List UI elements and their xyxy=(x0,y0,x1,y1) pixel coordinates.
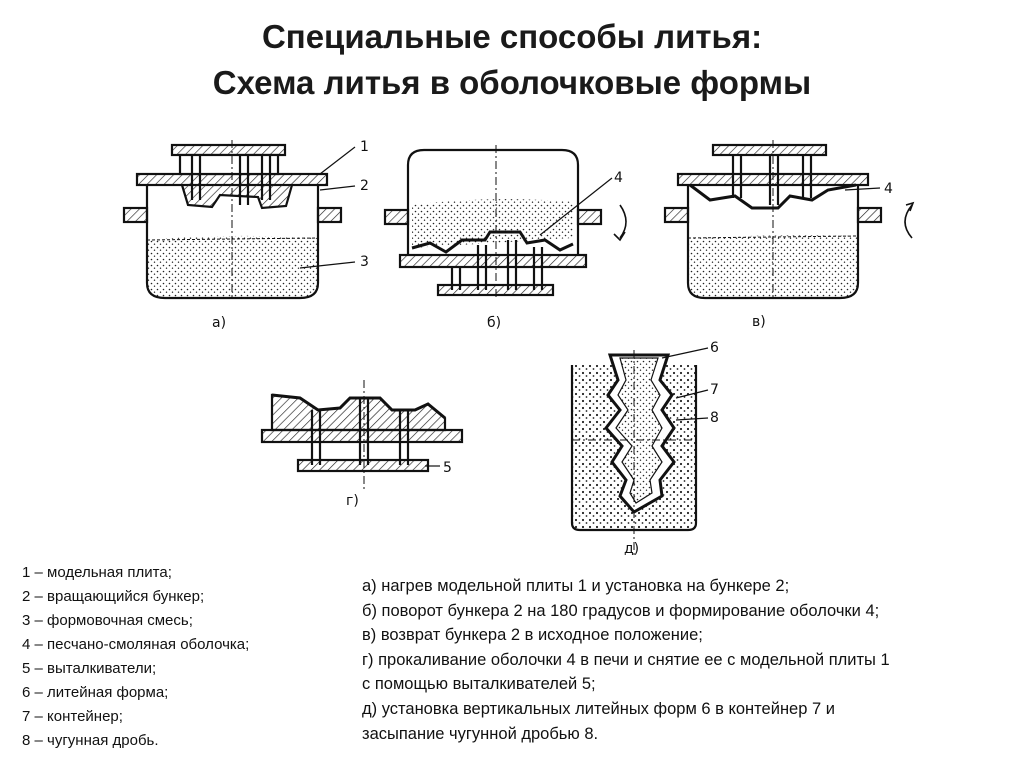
panel-a-diagram xyxy=(122,140,356,300)
step-item: б) поворот бункера 2 на 180 градусов и ф… xyxy=(362,601,880,620)
panel-g-diagram xyxy=(260,380,464,490)
panel-label-g: г) xyxy=(346,493,359,509)
legend-item: 8 – чугунная дробь. xyxy=(22,732,159,749)
title-line-1: Специальные способы литья: xyxy=(261,18,763,55)
callout-5: 5 xyxy=(443,460,452,476)
steps-list: а) нагрев модельной плиты 1 и установка … xyxy=(362,574,890,746)
step-item: с помощью выталкивателей 5; xyxy=(362,675,596,694)
callout-7: 7 xyxy=(710,382,719,398)
panel-label-b: б) xyxy=(487,315,501,331)
callout-3: 3 xyxy=(360,254,369,270)
legend-item: 4 – песчано-смоляная оболочка; xyxy=(22,636,250,653)
panel-c-diagram xyxy=(663,140,915,300)
page-title: Специальные способы литья: Схема литья в… xyxy=(0,14,1024,106)
panel-label-d: д) xyxy=(624,541,639,557)
panel-b-diagram xyxy=(383,145,627,300)
panel-d-diagram xyxy=(570,347,709,555)
callout-6: 6 xyxy=(710,340,719,356)
legend-item: 6 – литейная форма; xyxy=(22,684,169,701)
title-line-2: Схема литья в оболочковые формы xyxy=(212,64,812,101)
legend-item: 1 – модельная плита; xyxy=(22,564,172,581)
step-item: г) прокаливание оболочки 4 в печи и снят… xyxy=(362,650,890,669)
callout-1: 1 xyxy=(360,139,369,155)
diagram-labels: а) б) в) г) д) 1 2 3 4 4 5 6 7 8 xyxy=(212,139,893,557)
legend-item: 2 – вращающийся бункер; xyxy=(22,588,205,605)
legend-list: 1 – модельная плита; 2 – вращающийся бун… xyxy=(22,561,249,753)
step-item: а) нагрев модельной плиты 1 и установка … xyxy=(362,577,790,595)
callout-2: 2 xyxy=(360,178,369,194)
step-item: в) возврат бункера 2 в исходное положени… xyxy=(362,626,703,645)
panel-label-a: а) xyxy=(212,315,226,331)
callout-8: 8 xyxy=(710,410,719,426)
legend-item: 3 – формовочная смесь; xyxy=(22,612,193,629)
step-item: засыпание чугунной дробью 8. xyxy=(362,724,599,743)
callout-4-b: 4 xyxy=(614,170,623,186)
step-item: д) установка вертикальных литейных форм … xyxy=(362,699,835,718)
legend-item: 5 – выталкиватели; xyxy=(22,660,157,677)
legend-item: 7 – контейнер; xyxy=(22,708,123,725)
callout-4-v: 4 xyxy=(884,181,893,197)
panel-label-v: в) xyxy=(752,314,766,330)
